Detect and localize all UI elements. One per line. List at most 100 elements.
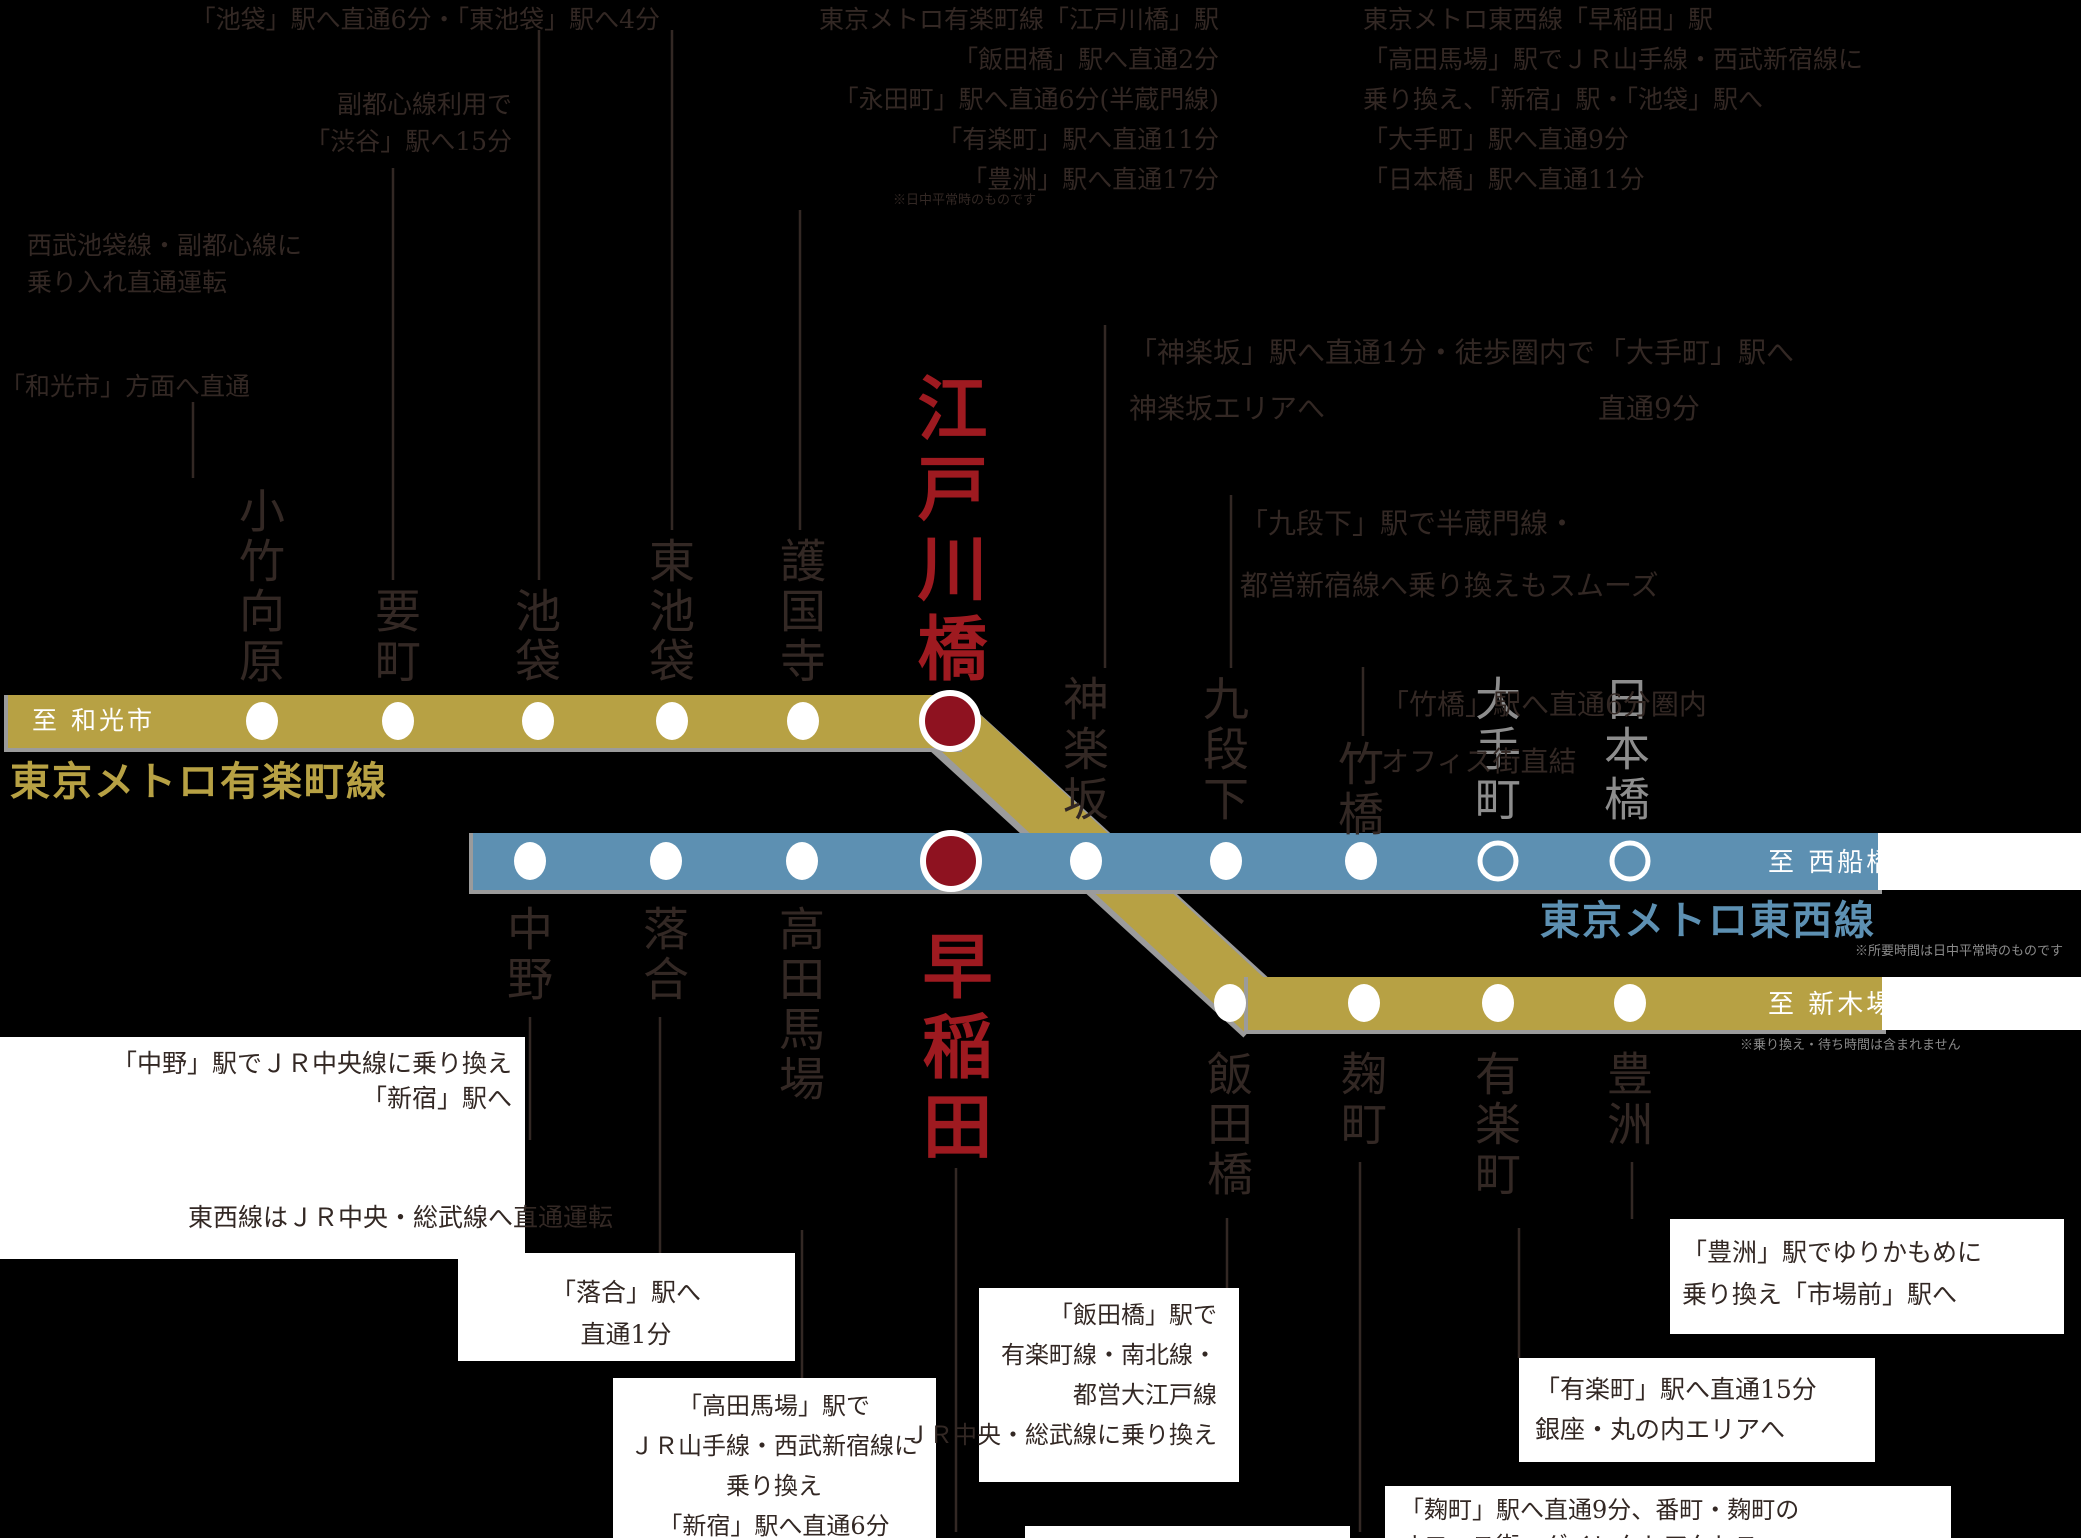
annotation-iidabashi-access-line-1: 有楽町線・南北線・: [1001, 1341, 1217, 1369]
waseda-station-name: 早稲田: [911, 930, 994, 1170]
annotation-kojimachi-access-line-0: 「麹町」駅へ直通9分、番町・麹町の: [1400, 1496, 1800, 1524]
annotation-iidabashi-access-line-2: 都営大江戸線: [1073, 1381, 1217, 1409]
annotation-yurakucho-sta-access-line-0: 「有楽町」駅へ直通15分: [1535, 1375, 1817, 1404]
annotation-edogawabashi-access-line-3: 「有楽町」駅へ直通11分: [937, 125, 1219, 154]
blue-station-dot-4: [1210, 842, 1242, 880]
annotation-yurakucho-note: ※乗り換え・待ち時間は含まれません: [1740, 1038, 1961, 1054]
station-label-日本橋: 日本橋: [1597, 675, 1651, 825]
annotation-tozai-note: ※所要時間は日中平常時のものです: [1855, 944, 2063, 960]
annotation-ikebukuro-access-line-0: 「池袋」駅へ直通6分・「東池袋」駅へ4分: [190, 5, 660, 34]
callout-white-box-3: [979, 1288, 1239, 1482]
annotation-edogawabashi-access-line-4: 「豊洲」駅へ直通17分: [962, 165, 1219, 194]
station-label-高田馬場: 高田馬場: [772, 905, 826, 1105]
annotation-fukutoshin-access-line-1: 「渋谷」駅へ15分: [305, 127, 512, 156]
yurakucho-terminal-west: 至 和光市: [32, 706, 155, 735]
gold-east-station-dot-3: [1614, 984, 1646, 1022]
annotation-waseda-access: 東京メトロ東西線「早稲田」駅「高田馬場」駅でＪＲ山手線・西武新宿線に乗り換え、「…: [1363, 0, 1863, 200]
gold-west-station-dot-1: [382, 702, 414, 740]
callout-white-box-4: [1670, 1219, 2064, 1334]
station-label-中野: 中野: [500, 905, 554, 1005]
station-label-東池袋: 東池袋: [642, 537, 696, 687]
annotation-wakoshi-through-line-0: 「和光市」方面へ直通: [0, 372, 251, 401]
blue-station-dot-3: [1070, 842, 1102, 880]
annotation-kagurazaka-access-line-1: 神楽坂エリアへ: [1129, 392, 1326, 425]
annotation-yurakucho-note-line-0: ※乗り換え・待ち時間は含まれません: [1740, 1038, 1961, 1053]
annotation-seibu-through-line-0: 西武池袋線・副都心線に: [27, 231, 303, 260]
annotation-takebashi-access-line-1: オフィス街直結: [1381, 745, 1577, 778]
tozai-terminal-east: 至 西船橋: [1768, 848, 1896, 878]
annotation-toyosu-access: 「豊洲」駅でゆりかもめに乗り換え「市場前」駅へ: [1682, 1232, 1982, 1316]
annotation-fukutoshin-access-line-0: 副都心線利用で: [336, 90, 512, 119]
callout-white-box-2: [613, 1378, 936, 1538]
annotation-kudanshita-access-line-1: 都営新宿線へ乗り換えもスムーズ: [1240, 569, 1659, 602]
annotation-edogawabashi-note-line-0: ※日中平常時のものです: [893, 193, 1037, 208]
yurakucho-line-label: 東京メトロ有楽町線: [10, 758, 388, 805]
annotation-yurakucho-sta-access-line-1: 銀座・丸の内エリアへ: [1535, 1415, 1786, 1444]
annotation-otemachi-access-line-1: 直通9分: [1598, 392, 1700, 425]
tozai-line-label: 東京メトロ東西線: [1540, 897, 1876, 944]
line-end-white-cap-1: [1882, 977, 2081, 1030]
annotation-kojimachi-access-line-1: オフィス街へダイレクトアクセス: [1400, 1528, 1799, 1538]
annotation-nakano-access-line-0: 「中野」駅でＪＲ中央線に乗り換え: [111, 1049, 512, 1078]
annotation-wakoshi-through: 「和光市」方面へ直通: [0, 368, 250, 405]
annotation-iidabashi-access-line-0: 「飯田橋」駅で: [1049, 1301, 1217, 1329]
station-label-小竹向原: 小竹向原: [232, 487, 286, 687]
annotation-waseda-access-line-2: 乗り換え、「新宿」駅・「池袋」駅へ: [1363, 85, 1764, 114]
annotation-nakano-access-line-1: 「新宿」駅へ: [361, 1084, 512, 1113]
annotation-kudanshita-access-line-0: 「九段下」駅で半蔵門線・: [1240, 507, 1577, 540]
station-label-飯田橋: 飯田橋: [1200, 1050, 1254, 1200]
annotation-takadanobaba-access-line-3: 「新宿」駅へ直通6分: [658, 1512, 890, 1538]
station-label-落合: 落合: [636, 905, 690, 1005]
annotation-seibu-through: 西武池袋線・副都心線に乗り入れ直通運転: [27, 227, 302, 301]
callout-white-box-1: [458, 1253, 795, 1361]
annotation-waseda-access-line-4: 「日本橋」駅へ直通11分: [1363, 165, 1645, 194]
annotation-takadanobaba-access-line-2: 乗り換え: [726, 1472, 822, 1500]
line-end-white-cap-0: [1878, 833, 2081, 890]
edogawabashi-station-name: 江戸川橋: [906, 372, 989, 692]
annotation-iidabashi-access-line-3: ＪＲ中央・総武線に乗り換え: [905, 1421, 1217, 1449]
station-label-池袋: 池袋: [508, 587, 562, 687]
annotation-waseda-access-line-0: 東京メトロ東西線「早稲田」駅: [1363, 5, 1714, 34]
annotation-tozai-through-note: 東西線はＪＲ中央・総武線へ直通運転: [188, 1200, 613, 1235]
annotation-takadanobaba-access-line-1: ＪＲ山手線・西武新宿線に: [630, 1432, 918, 1460]
station-label-大手町: 大手町: [1468, 675, 1522, 825]
annotation-edogawabashi-access-line-0: 東京メトロ有楽町線「江戸川橋」駅: [818, 5, 1219, 34]
annotation-takadanobaba-access-line-0: 「高田馬場」駅で: [678, 1392, 870, 1420]
blue-open-station-ring-0: [1477, 840, 1519, 882]
gold-west-station-dot-4: [787, 702, 819, 740]
station-label-神楽坂: 神楽坂: [1056, 675, 1110, 825]
annotation-waseda-access-line-1: 「高田馬場」駅でＪＲ山手線・西武新宿線に: [1363, 45, 1864, 74]
tozai-line-band: [473, 833, 1878, 890]
gold-west-station-dot-2: [522, 702, 554, 740]
annotation-ochiai-access: 「落合」駅へ直通1分: [306, 1272, 946, 1356]
blue-open-station-ring-1: [1609, 840, 1651, 882]
gold-east-station-dot-2: [1482, 984, 1514, 1022]
annotation-kudanshita-access: 「九段下」駅で半蔵門線・都営新宿線へ乗り換えもスムーズ: [1240, 493, 1659, 617]
station-label-要町: 要町: [368, 587, 422, 687]
annotation-ochiai-access-line-0: 「落合」駅へ: [550, 1278, 701, 1307]
annotation-takadanobaba-access: 「高田馬場」駅で ＪＲ山手線・西武新宿線に乗り換え「新宿」駅へ直通6分: [454, 1386, 1094, 1538]
blue-station-dot-5: [1345, 842, 1377, 880]
waseda-station-dot: [920, 830, 982, 892]
gold-west-station-dot-0: [246, 702, 278, 740]
callout-white-box-5: [1519, 1358, 1875, 1462]
station-label-豊洲: 豊洲: [1600, 1050, 1654, 1150]
gold-east-station-dot-1: [1348, 984, 1380, 1022]
annotation-edogawabashi-access-line-1: 「飯田橋」駅へ直通2分: [953, 45, 1219, 74]
annotation-toyosu-access-line-1: 乗り換え「市場前」駅へ: [1682, 1280, 1958, 1309]
annotation-kagurazaka-access: 「神楽坂」駅へ直通1分・徒歩圏内で神楽坂エリアへ: [1129, 325, 1595, 437]
gold-west-station-dot-3: [656, 702, 688, 740]
station-label-護国寺: 護国寺: [773, 537, 827, 687]
station-label-竹橋: 竹橋: [1331, 740, 1385, 840]
annotation-otemachi-access-line-0: 「大手町」駅へ: [1598, 336, 1795, 369]
annotation-edogawabashi-access-line-2: 「永田町」駅へ直通6分(半蔵門線): [833, 85, 1219, 114]
annotation-seibu-through-line-1: 乗り入れ直通運転: [27, 268, 228, 297]
line-end-white-cap-2: [1025, 1526, 1350, 1538]
blue-station-dot-1: [650, 842, 682, 880]
annotation-kojimachi-access: 「麹町」駅へ直通9分、番町・麹町のオフィス街へダイレクトアクセス: [1400, 1492, 1799, 1538]
blue-station-dot-2: [786, 842, 818, 880]
blue-station-dot-0: [514, 842, 546, 880]
annotation-tozai-through-note-line-0: 東西線はＪＲ中央・総武線へ直通運転: [188, 1203, 614, 1232]
